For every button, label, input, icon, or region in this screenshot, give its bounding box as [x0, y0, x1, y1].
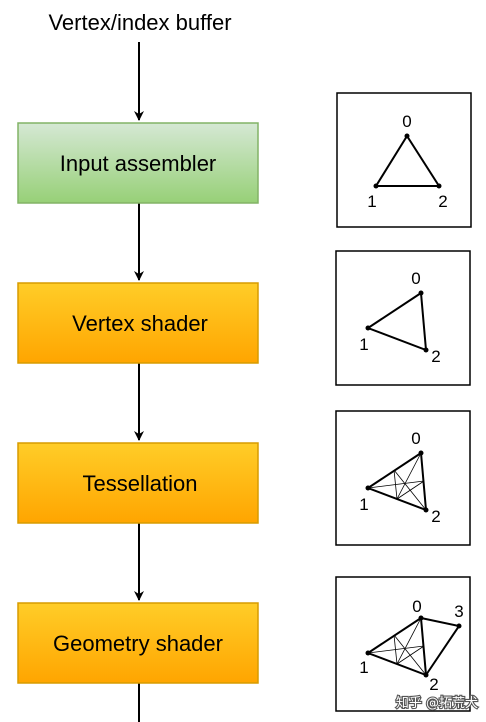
stage-label: Vertex shader — [72, 311, 208, 336]
vertex-dot — [418, 450, 424, 456]
panel-frame — [335, 576, 471, 712]
tessellation-lines — [367, 452, 427, 511]
stage-label: Input assembler — [60, 151, 217, 176]
stage-input-assembler: Input assembler — [17, 122, 259, 204]
panel-frame — [336, 92, 472, 228]
vertex-label: 1 — [359, 658, 368, 677]
panel-frame — [335, 410, 471, 546]
vertex-dot — [423, 347, 429, 353]
vertex-dot — [456, 623, 462, 629]
vertex-label: 3 — [454, 602, 463, 621]
stage-box — [17, 442, 259, 524]
tessellation-lines — [367, 617, 427, 676]
panel-input-assembler: 0 1 2 — [336, 92, 472, 228]
triangle — [374, 134, 441, 187]
vertex-label: 0 — [412, 597, 421, 616]
vertex-label: 1 — [367, 192, 376, 211]
vertex-label: 2 — [431, 507, 440, 526]
stage-box — [17, 602, 259, 684]
stage-geometry-shader: Geometry shader — [17, 602, 259, 684]
vertex-dot — [373, 183, 379, 189]
vertex-dot — [423, 507, 429, 513]
vertex-label: 0 — [411, 269, 420, 288]
vertex-dot — [436, 183, 442, 189]
triangle — [365, 291, 428, 352]
vertex-dot — [365, 650, 371, 656]
vertex-label: 1 — [359, 335, 368, 354]
panel-tessellation: 0 1 2 — [335, 410, 471, 546]
vertex-label: 0 — [402, 112, 411, 131]
vertex-label: 2 — [429, 675, 438, 694]
vertex-label: 2 — [438, 192, 447, 211]
panel-frame — [335, 250, 471, 386]
panel-vertex-shader: 0 1 2 — [335, 250, 471, 386]
vertex-dot — [365, 325, 371, 331]
vertex-label: 2 — [431, 347, 440, 366]
stage-vertex-shader: Vertex shader — [17, 282, 259, 364]
vertex-dot — [365, 485, 371, 491]
stage-tessellation: Tessellation — [17, 442, 259, 524]
watermark: 知乎 @拓荒犬 — [396, 695, 478, 711]
vertex-dot — [418, 290, 424, 296]
vertex-dot — [404, 133, 410, 139]
vertex-label: 0 — [411, 429, 420, 448]
vertex-label: 1 — [359, 495, 368, 514]
stage-label: Tessellation — [83, 471, 198, 496]
stage-box — [17, 122, 259, 204]
input-label: Vertex/index buffer — [48, 10, 231, 35]
stage-label: Geometry shader — [53, 631, 223, 656]
vertex-dot — [423, 672, 429, 678]
panel-geometry-shader: 0 1 2 3 — [335, 576, 471, 712]
stage-box — [17, 282, 259, 364]
vertex-dot — [418, 615, 424, 621]
